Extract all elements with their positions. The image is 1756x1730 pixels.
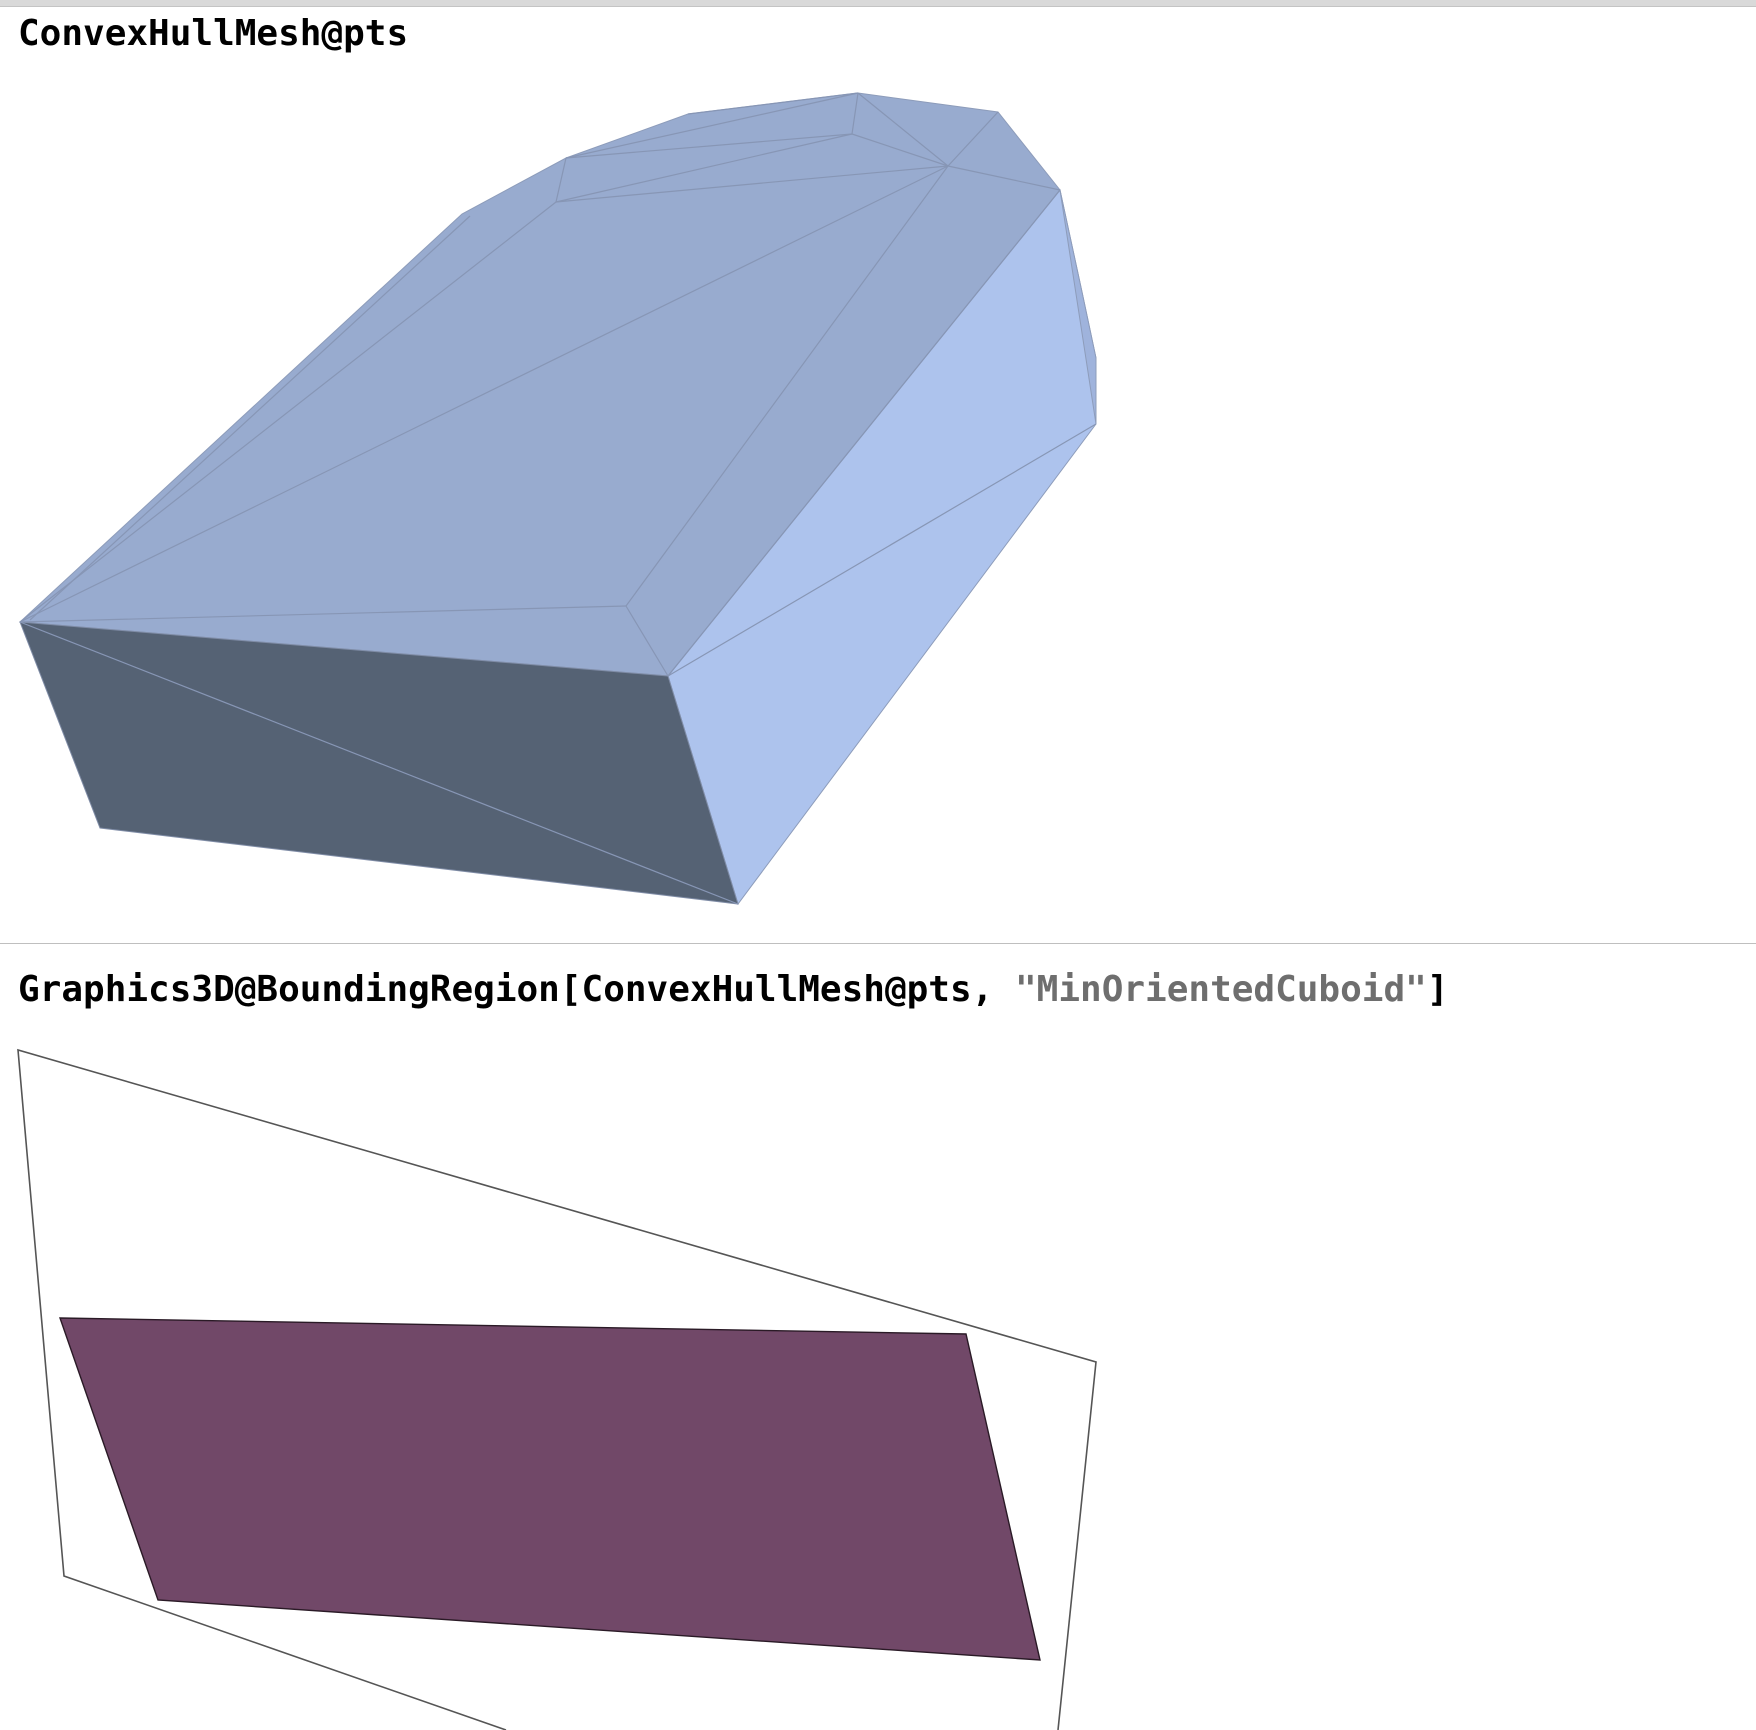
convex-hull-graphic[interactable]	[0, 0, 1756, 940]
input-code-suffix: ]	[1426, 969, 1449, 1010]
input-code-string-literal: "MinOrientedCuboid"	[1015, 969, 1427, 1010]
cuboid-outline	[17, 1048, 1097, 1730]
hull-right-sliver-face	[1059, 189, 1097, 425]
window-top-bar	[0, 0, 1756, 7]
input-code-convex-hull[interactable]: ConvexHullMesh@pts	[18, 12, 408, 56]
hull-mesh-edges	[19, 92, 1097, 905]
bounding-cuboid-graphic[interactable]	[0, 944, 1756, 1730]
notebook-cell-bounding-region[interactable]: Graphics3D@BoundingRegion[ConvexHullMesh…	[0, 944, 1756, 1730]
input-code-text: ConvexHullMesh@pts	[18, 13, 409, 54]
cell-divider	[0, 943, 1756, 944]
input-code-prefix: Graphics3D@BoundingRegion[ConvexHullMesh…	[18, 969, 1015, 1010]
notebook-cell-convex-hull[interactable]: ConvexHullMesh@pts	[0, 0, 1756, 942]
input-code-bounding-region[interactable]: Graphics3D@BoundingRegion[ConvexHullMesh…	[18, 968, 1449, 1012]
cuboid-face	[59, 1317, 1041, 1661]
